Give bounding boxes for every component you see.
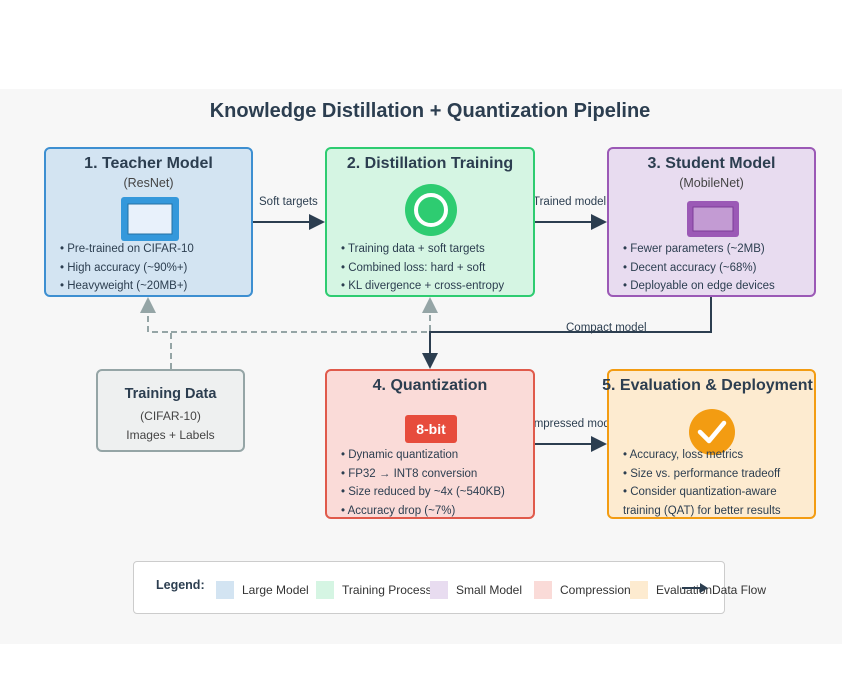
training-data-title: Training Data <box>124 386 217 402</box>
quant-bullet: • FP32 → INT8 conversion <box>341 467 478 480</box>
legend-label: Evaluation <box>656 583 713 597</box>
training-data-source: (CIFAR-10) <box>140 409 201 423</box>
label-soft-targets: Soft targets <box>259 196 318 208</box>
legend-label-data-flow: Data Flow <box>712 583 767 597</box>
legend-swatch-evaluation <box>630 581 648 599</box>
quantization-box: 4. Quantization 8-bit • Dynamic quantiza… <box>325 369 535 519</box>
eval-bullet: • Consider quantization-aware <box>623 486 777 498</box>
legend-label: Training Process <box>342 583 432 597</box>
legend-swatch-training-process <box>316 581 334 599</box>
monitor-icon <box>121 197 179 241</box>
evaluation-deployment-box: 5. Evaluation & Deployment • Accuracy, l… <box>602 369 816 519</box>
legend-data-flow-arrow <box>682 583 708 593</box>
dashed-data-to-teacher <box>140 297 172 369</box>
arrow-compact-model <box>422 297 712 369</box>
legend-label: Compression <box>560 583 631 597</box>
quant-title: 4. Quantization <box>372 377 488 394</box>
student-bullet: • Fewer parameters (~2MB) <box>623 243 765 255</box>
legend-swatch-small-model <box>430 581 448 599</box>
bit-badge: 8-bit <box>405 415 457 443</box>
teacher-title: 1. Teacher Model <box>84 155 213 172</box>
distill-bullet: • Combined loss: hard + soft <box>341 261 486 274</box>
teacher-bullet: • High accuracy (~90%+) <box>60 261 188 274</box>
training-data-contents: Images + Labels <box>126 428 215 442</box>
teacher-model-box: 1. Teacher Model (ResNet) • Pre-trained … <box>44 147 253 297</box>
student-title: 3. Student Model <box>647 155 776 172</box>
quant-bullet: • Dynamic quantization <box>341 449 459 461</box>
student-bullet: • Decent accuracy (~68%) <box>623 261 757 274</box>
label-trained-model: Trained model <box>533 196 607 208</box>
legend: Legend: Large Model Training Process Sma… <box>133 561 766 614</box>
label-compact-model: Compact model <box>566 322 647 334</box>
label-compressed-model: Compressed model <box>519 418 619 430</box>
teacher-bullet: • Pre-trained on CIFAR-10 <box>60 243 194 255</box>
dashed-data-to-distill <box>171 297 438 333</box>
distill-title: 2. Distillation Training <box>346 155 514 172</box>
legend-title: Legend: <box>156 578 205 592</box>
student-bullet: • Deployable on edge devices <box>623 280 775 292</box>
eval-bullet: • Size vs. performance tradeoff <box>623 467 781 480</box>
eval-title: 5. Evaluation & Deployment <box>602 377 813 394</box>
distill-bullet: • KL divergence + cross-entropy <box>341 280 505 292</box>
eval-bullet: training (QAT) for better results <box>623 504 781 517</box>
diagram-title: Knowledge Distillation + Quantization Pi… <box>209 100 651 122</box>
eval-bullet: • Accuracy, loss metrics <box>623 449 744 461</box>
quant-bullet: • Size reduced by ~4x (~540KB) <box>341 486 505 498</box>
training-data-box: Training Data (CIFAR-10) Images + Labels <box>96 369 245 452</box>
student-model-box: 3. Student Model (MobileNet) • Fewer par… <box>607 147 816 297</box>
student-subtitle: (MobileNet) <box>679 176 744 190</box>
target-icon <box>405 184 457 236</box>
checkmark-icon <box>689 409 735 455</box>
small-monitor-icon <box>687 201 739 237</box>
quant-bullet: • Accuracy drop (~7%) <box>341 504 456 517</box>
teacher-subtitle: (ResNet) <box>123 176 174 190</box>
distillation-training-box: 2. Distillation Training • Training data… <box>325 147 535 297</box>
distill-bullet: • Training data + soft targets <box>341 243 485 255</box>
legend-label: Small Model <box>456 583 523 597</box>
legend-label: Large Model <box>242 583 309 597</box>
legend-swatch-compression <box>534 581 552 599</box>
legend-swatch-large-model <box>216 581 234 599</box>
teacher-bullet: • Heavyweight (~20MB+) <box>60 280 188 292</box>
